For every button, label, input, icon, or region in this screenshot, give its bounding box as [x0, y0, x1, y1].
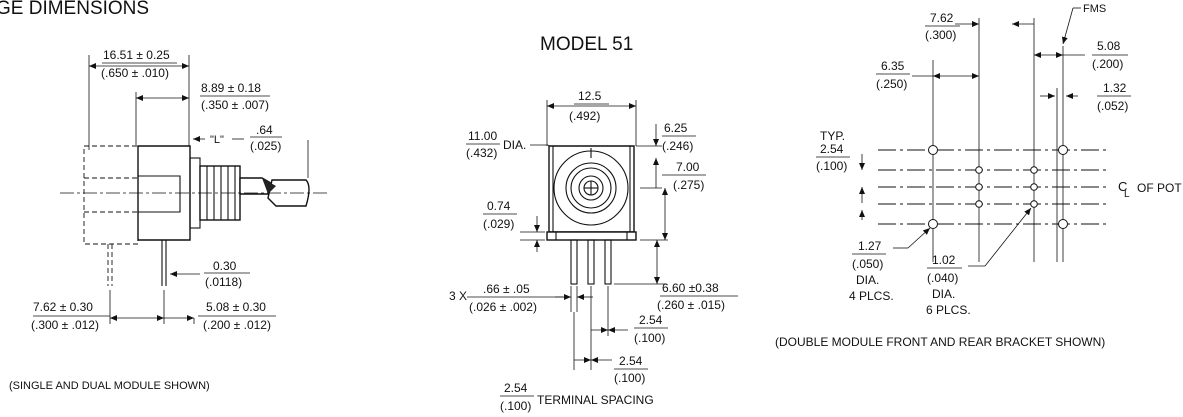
dim-right-spacing: 5.08 ± 0.30	[206, 300, 266, 314]
hole2-size-inch: (.040)	[927, 271, 958, 285]
hole2-qty: 6 PLCS.	[926, 303, 971, 317]
dim-pin: 0.30	[213, 259, 237, 273]
hole1-dia: DIA.	[856, 273, 879, 287]
dim-spacing-inch: (.100)	[500, 399, 531, 413]
cl-sub: L	[1124, 189, 1130, 200]
left-view: 16.51 ± 0.25 (.650 ± .010) 8.89 ± 0.18 (…	[9, 48, 330, 392]
dim-dia-label: DIA.	[503, 138, 526, 152]
dim-left-inch: (.250)	[876, 77, 907, 91]
dim-left-spacing-inch: (.300 ± .012)	[31, 318, 99, 332]
dim-left-spacing: 7.62 ± 0.30	[33, 300, 93, 314]
dim-term-inch: (.026 ± .002)	[469, 300, 537, 314]
dim-fms: FMS	[1083, 3, 1106, 15]
dim-r1: 5.08	[1097, 39, 1121, 53]
dim-shaft: 8.89 ± 0.18	[201, 81, 261, 95]
hole1-size: 1.27	[858, 239, 882, 253]
dim-term-len-inch: (.260 ± .015)	[657, 298, 725, 312]
dim-left: 6.35	[881, 59, 905, 73]
dim-term-len: 6.60 ±0.38	[662, 281, 719, 295]
model-title: MODEL 51	[540, 34, 633, 55]
dim-shaft-inch: (.350 ± .007)	[201, 98, 269, 112]
dim-r2-inch: (.052)	[1097, 99, 1128, 113]
dim-l-value-inch: (.025)	[250, 139, 281, 153]
dim-spacing: 2.54	[504, 381, 528, 395]
dim-left-small: 0.74	[487, 199, 511, 213]
hole2-size: 1.02	[932, 253, 956, 267]
dim-left-small-inch: (.029)	[483, 217, 514, 231]
dim-typ-value-inch: (.100)	[816, 159, 847, 173]
dim-spacing-label: TERMINAL SPACING	[537, 393, 654, 407]
dim-overall: 16.51 ± 0.25	[103, 48, 170, 62]
right-caption: (DOUBLE MODULE FRONT AND REAR BRACKET SH…	[775, 335, 1105, 349]
cl-symbol: C	[1118, 179, 1127, 194]
hole2-dia: DIA.	[932, 287, 955, 301]
middle-view: MODEL 51 12.5 (.492) 11.00 (.432) DIA.	[449, 34, 738, 413]
hole1-size-inch: (.050)	[852, 257, 883, 271]
dim-l-value: .64	[256, 123, 273, 137]
dim-width-inch: (.492)	[569, 109, 600, 123]
dim-sp1-inch: (.100)	[634, 331, 665, 345]
dim-mid-right: 7.00	[676, 160, 700, 174]
dim-typ: TYP.	[820, 129, 845, 143]
dim-width: 12.5	[578, 89, 602, 103]
dim-r1-inch: (.200)	[1092, 57, 1123, 71]
dim-sp1: 2.54	[639, 313, 663, 327]
dim-r2: 1.32	[1103, 81, 1127, 95]
dim-pin-inch: (.0118)	[205, 275, 242, 289]
dim-overall-inch: (.650 ± .010)	[101, 66, 169, 80]
dim-top-right: 6.25	[664, 121, 688, 135]
dim-sp2-inch: (.100)	[614, 371, 645, 385]
left-caption: (SINGLE AND DUAL MODULE SHOWN)	[9, 380, 210, 392]
dim-top: 7.62	[930, 11, 954, 25]
dim-typ-value: 2.54	[820, 142, 844, 156]
dim-l-label: "L"	[210, 134, 224, 146]
hole1-qty: 4 PLCS.	[849, 289, 894, 303]
right-view: 7.62 (.300) FMS 5.08 (.200) 6.35 (.250) …	[775, 3, 1182, 349]
dim-term-prefix: 3 X	[449, 289, 467, 303]
dim-term: .66 ± .05	[483, 282, 530, 296]
dim-right-spacing-inch: (.200 ± .012)	[203, 318, 271, 332]
page-heading: GE DIMENSIONS	[0, 0, 149, 19]
dim-sp2: 2.54	[619, 354, 643, 368]
dim-dia: 11.00	[468, 129, 497, 143]
dim-dia-inch: (.432)	[466, 146, 497, 160]
dim-top-right-inch: (.246)	[662, 139, 693, 153]
dim-top-inch: (.300)	[925, 28, 956, 42]
dim-mid-right-inch: (.275)	[673, 178, 704, 192]
cl-text: OF POT	[1137, 181, 1182, 195]
